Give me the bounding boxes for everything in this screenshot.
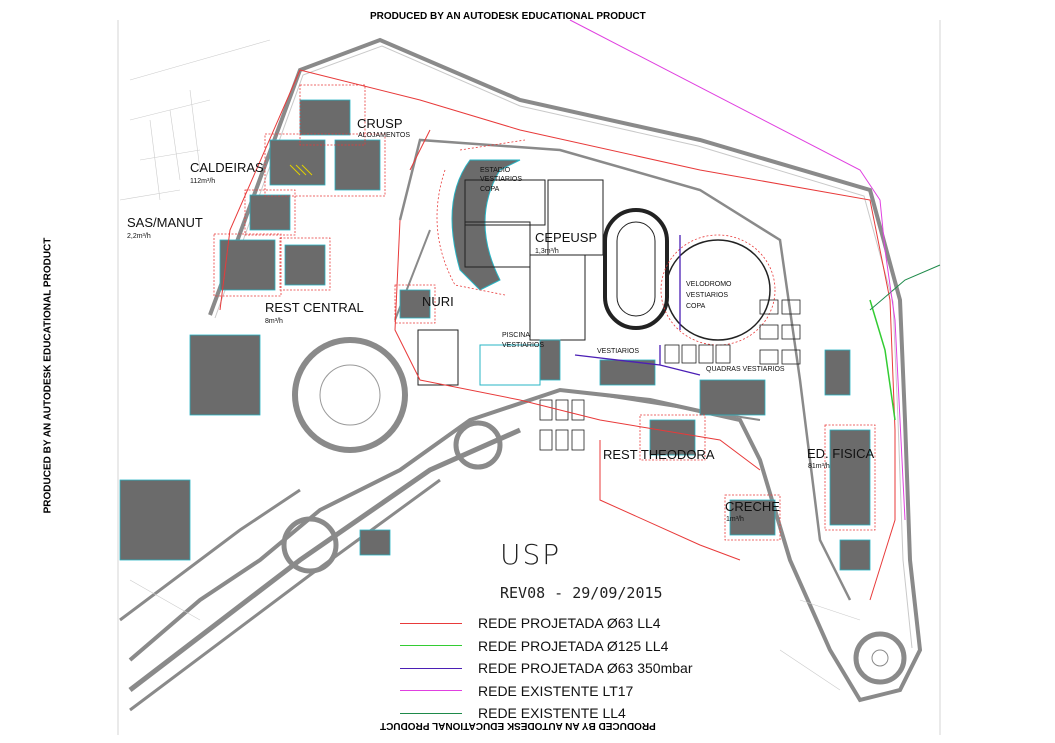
label-estadio-vestiarios: VESTIARIOS [480,176,523,183]
legend-item: REDE EXISTENTE LT17 [400,680,692,703]
legend-label: REDE PROJETADA Ø63 LL4 [478,615,661,632]
legend-item: REDE EXISTENTE LL4 [400,702,692,725]
revision-date: REV08 - 29/09/2015 [500,584,663,602]
field-5 [417,329,459,386]
courts [539,299,801,451]
legend-item: REDE PROJETADA Ø63 350mbar [400,657,692,680]
network-magenta [569,19,906,521]
legend-item: REDE PROJETADA Ø63 LL4 [400,612,692,635]
watermark-left: PRODUCED BY AN AUTODESK EDUCATIONAL PROD… [42,237,54,514]
stadium-stands [451,159,521,291]
label-caldeiras: CALDEIRAS [190,160,264,175]
label-quadras: QUADRAS VESTIARIOS [706,366,785,373]
legend-swatch-purple [400,667,462,669]
label-creche-flow: 1m³/h [726,516,744,523]
label-nuri: NURI [422,294,454,309]
label-crusp: CRUSP [357,116,403,131]
buildings [119,99,871,571]
label-ed-fisica-flow: 81m³/h [808,463,830,470]
pool [479,344,541,386]
label-vestiarios: VESTIARIOS [597,348,640,355]
legend-swatch-red [400,622,462,624]
label-estadio-copa: COPA [480,186,500,193]
label-rest-theodora: REST THEODORA [603,447,715,462]
label-rest-central: REST CENTRAL [265,300,364,315]
legend: REDE PROJETADA Ø63 LL4 REDE PROJETADA Ø1… [400,612,692,725]
label-alojamentos: ALOJAMENTOS [358,132,410,139]
label-piscina-vestiarios: VESTIARIOS [502,342,545,349]
network-red [219,69,896,601]
legend-item: REDE PROJETADA Ø125 LL4 [400,635,692,658]
label-cepeusp-flow: 1,3m³/h [535,248,559,255]
field-4 [529,254,586,341]
label-velodromo: VELODROMO [686,281,732,288]
legend-label: REDE EXISTENTE LL4 [478,705,626,722]
legend-label: REDE PROJETADA Ø63 350mbar [478,660,693,677]
label-piscina: PISCINA [502,332,531,339]
velodrome [665,239,771,341]
label-caldeiras-flow: 112m³/h [190,178,216,185]
network-existing-ll4 [869,264,941,311]
label-sas-flow: 2,2m³/h [127,233,151,240]
label-cepeusp: CEPEUSP [535,230,598,245]
network-green [869,299,896,421]
legend-label: REDE PROJETADA Ø125 LL4 [478,637,669,654]
label-creche: CRECHE [725,499,780,514]
field-1 [464,179,546,226]
label-ed-fisica: ED. FISICA [807,446,875,461]
watermark-top: PRODUCED BY AN AUTODESK EDUCATIONAL PROD… [370,11,646,22]
map-title: USP [500,538,562,571]
avenue-lower-left [128,427,522,692]
roundabout-central [292,337,408,453]
legend-swatch-magenta [400,690,462,692]
roundabout-lower [281,516,339,574]
network-purple [574,235,701,376]
label-velodromo-vestiarios: VESTIARIOS [686,292,729,299]
label-velodromo-copa: COPA [686,303,706,310]
legend-label: REDE EXISTENTE LT17 [478,682,634,699]
label-estadio: ESTADIO [480,167,511,174]
legend-swatch-green [400,645,462,647]
field-2 [464,221,531,268]
athletics-track [603,208,669,330]
legend-swatch-dark-green [400,712,462,714]
label-sas-manut: SAS/MANUT [127,215,203,230]
label-rest-central-flow: 8m³/h [265,318,283,325]
outer-ring-road [128,37,923,703]
roundabout-right [853,631,907,685]
roundabout-middle [453,420,503,470]
